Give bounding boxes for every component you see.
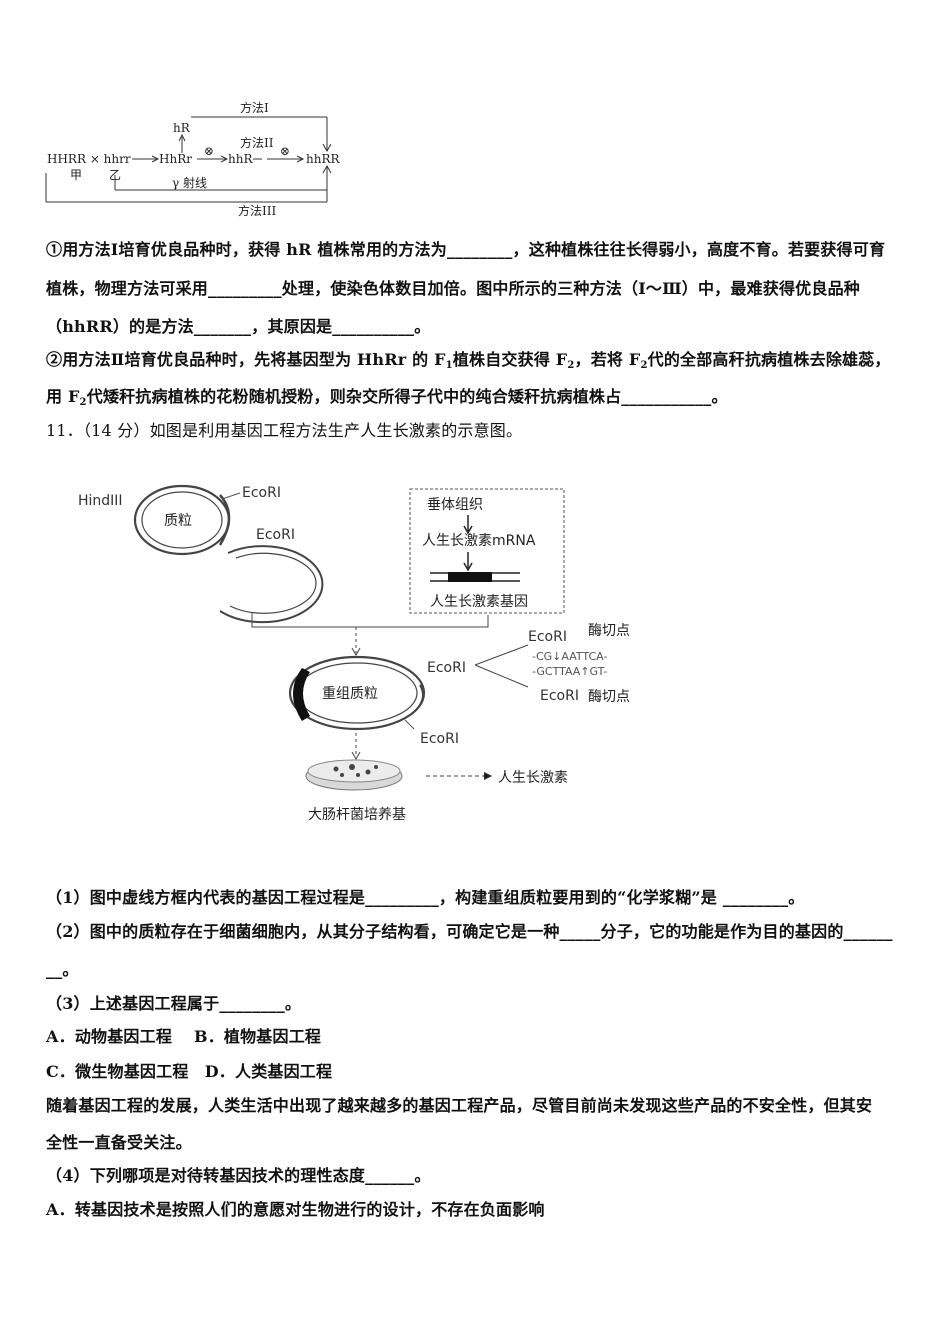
f1-genotype: HhRr xyxy=(159,152,192,166)
hormone-label: 人生长激素 xyxy=(498,769,568,786)
hybrid-cross: HHRR × hhrr xyxy=(47,152,131,166)
gene-label: 人生长激素基因 xyxy=(430,593,528,610)
ecori-b: EcoRI xyxy=(256,527,295,543)
plasmid-label: 质粒 xyxy=(164,513,192,529)
subscript: 1 xyxy=(445,360,453,371)
sequence-top: -CG↓AATTCA- xyxy=(532,650,607,663)
subscript: 2 xyxy=(79,397,87,408)
q10-part2-line2: 用 F2代矮秆抗病植株的花粉随机授粉，则杂交所得子代中的纯合矮秆抗病植株占___… xyxy=(46,383,728,408)
hindiii-label: HindIII xyxy=(78,493,123,509)
gene-engineering-diagram: HindIII 质粒 EcoRI EcoRI 垂体组织 人生长激素mRNA 人生… xyxy=(78,484,630,823)
safety-paragraph-line1: 随着基因工程的发展，人类生活中出现了越来越多的基因工程产品，尽管目前尚未发现这些… xyxy=(46,1096,873,1115)
ecori-e: EcoRI xyxy=(528,629,567,645)
ecori-a: EcoRI xyxy=(242,485,281,501)
text-run: 代的全部高秆抗病植株去除雄蕊， xyxy=(647,350,891,369)
haploid-hr: hR xyxy=(173,121,191,135)
culture-label: 大肠杆菌培养基 xyxy=(308,806,406,823)
method3-label: 方法III xyxy=(238,203,276,218)
q10-part1-line3: （hhRR）的是方法_______，其原因是__________。 xyxy=(46,317,431,336)
text-run: ②用方法Ⅱ培育优良品种时，先将基因型为 HhRr 的 F xyxy=(46,350,446,369)
text-run: 代矮秆抗病植株的花粉随机授粉，则杂交所得子代中的纯合矮秆抗病植株占_______… xyxy=(86,387,728,406)
q11-stem: 11．（14 分）如图是利用基因工程方法生产人生长激素的示意图。 xyxy=(46,421,523,440)
cut-site-top: 酶切点 xyxy=(588,623,630,639)
hhR-label: hhR xyxy=(228,152,253,166)
sequence-bottom: -GCTTAA↑GT- xyxy=(532,665,607,678)
ecori-d: EcoRI xyxy=(420,731,459,747)
cut-site-bottom: 酶切点 xyxy=(588,689,630,705)
parent-jia: 甲 xyxy=(70,168,82,182)
subscript: 2 xyxy=(640,360,648,371)
ecori-c: EcoRI xyxy=(427,660,466,676)
mrna-label: 人生长激素mRNA xyxy=(422,532,536,549)
q10-part1-line2: 植株，物理方法可采用_________处理，使染色体数目加倍。图中所示的三种方法… xyxy=(46,279,860,298)
petri-dish-icon xyxy=(305,759,403,791)
ecori-f: EcoRI xyxy=(540,688,579,704)
q11-part1: （1）图中虚线方框内代表的基因工程过程是_________，构建重组质粒要用到的… xyxy=(46,888,805,907)
gamma-label: γ 射线 xyxy=(172,175,207,190)
q11-part2-line2: __。 xyxy=(46,960,79,979)
q11-options-cd: C．微生物基因工程 D．人类基因工程 xyxy=(46,1062,333,1081)
q10-part2-line1: ②用方法Ⅱ培育优良品种时，先将基因型为 HhRr 的 F1植株自交获得 F2，若… xyxy=(46,346,891,371)
q10-part1-line1: ①用方法Ⅰ培育优良品种时，获得 hR 植株常用的方法为________，这种植株… xyxy=(46,240,886,259)
breeding-diagram: 方法I hR 方法II HHRR × hhrr HhRr ⊗ hhR ⊗ hhR… xyxy=(45,100,340,218)
method2-label: 方法II xyxy=(240,135,274,150)
result-genotype: hhRR xyxy=(306,152,340,166)
parent-yi: 乙 xyxy=(109,168,121,182)
self-symbol-2: ⊗ xyxy=(280,144,290,158)
self-symbol-1: ⊗ xyxy=(204,144,214,158)
q11-options-ab: A．动物基因工程 B．植物基因工程 xyxy=(46,1027,322,1046)
subscript: 2 xyxy=(567,360,575,371)
safety-paragraph-line2: 全性一直备受关注。 xyxy=(46,1133,192,1152)
q11-part3: （3）上述基因工程属于________。 xyxy=(46,994,302,1013)
q11-part2-line1: （2）图中的质粒存在于细菌细胞内，从其分子结构看，可确定它是一种_____分子，… xyxy=(46,922,893,941)
q11-part4-option-a: A．转基因技术是按照人们的意愿对生物进行的设计，不存在负面影响 xyxy=(46,1200,545,1219)
method1-label: 方法I xyxy=(240,100,269,115)
text-run: 用 F xyxy=(46,387,80,406)
pituitary-label: 垂体组织 xyxy=(427,497,483,513)
q11-part4: （4）下列哪项是对待转基因技术的理性态度______。 xyxy=(46,1166,431,1185)
recombinant-label: 重组质粒 xyxy=(322,686,378,702)
text-run: ，若将 F xyxy=(574,350,641,369)
text-run: 植株自交获得 F xyxy=(452,350,568,369)
